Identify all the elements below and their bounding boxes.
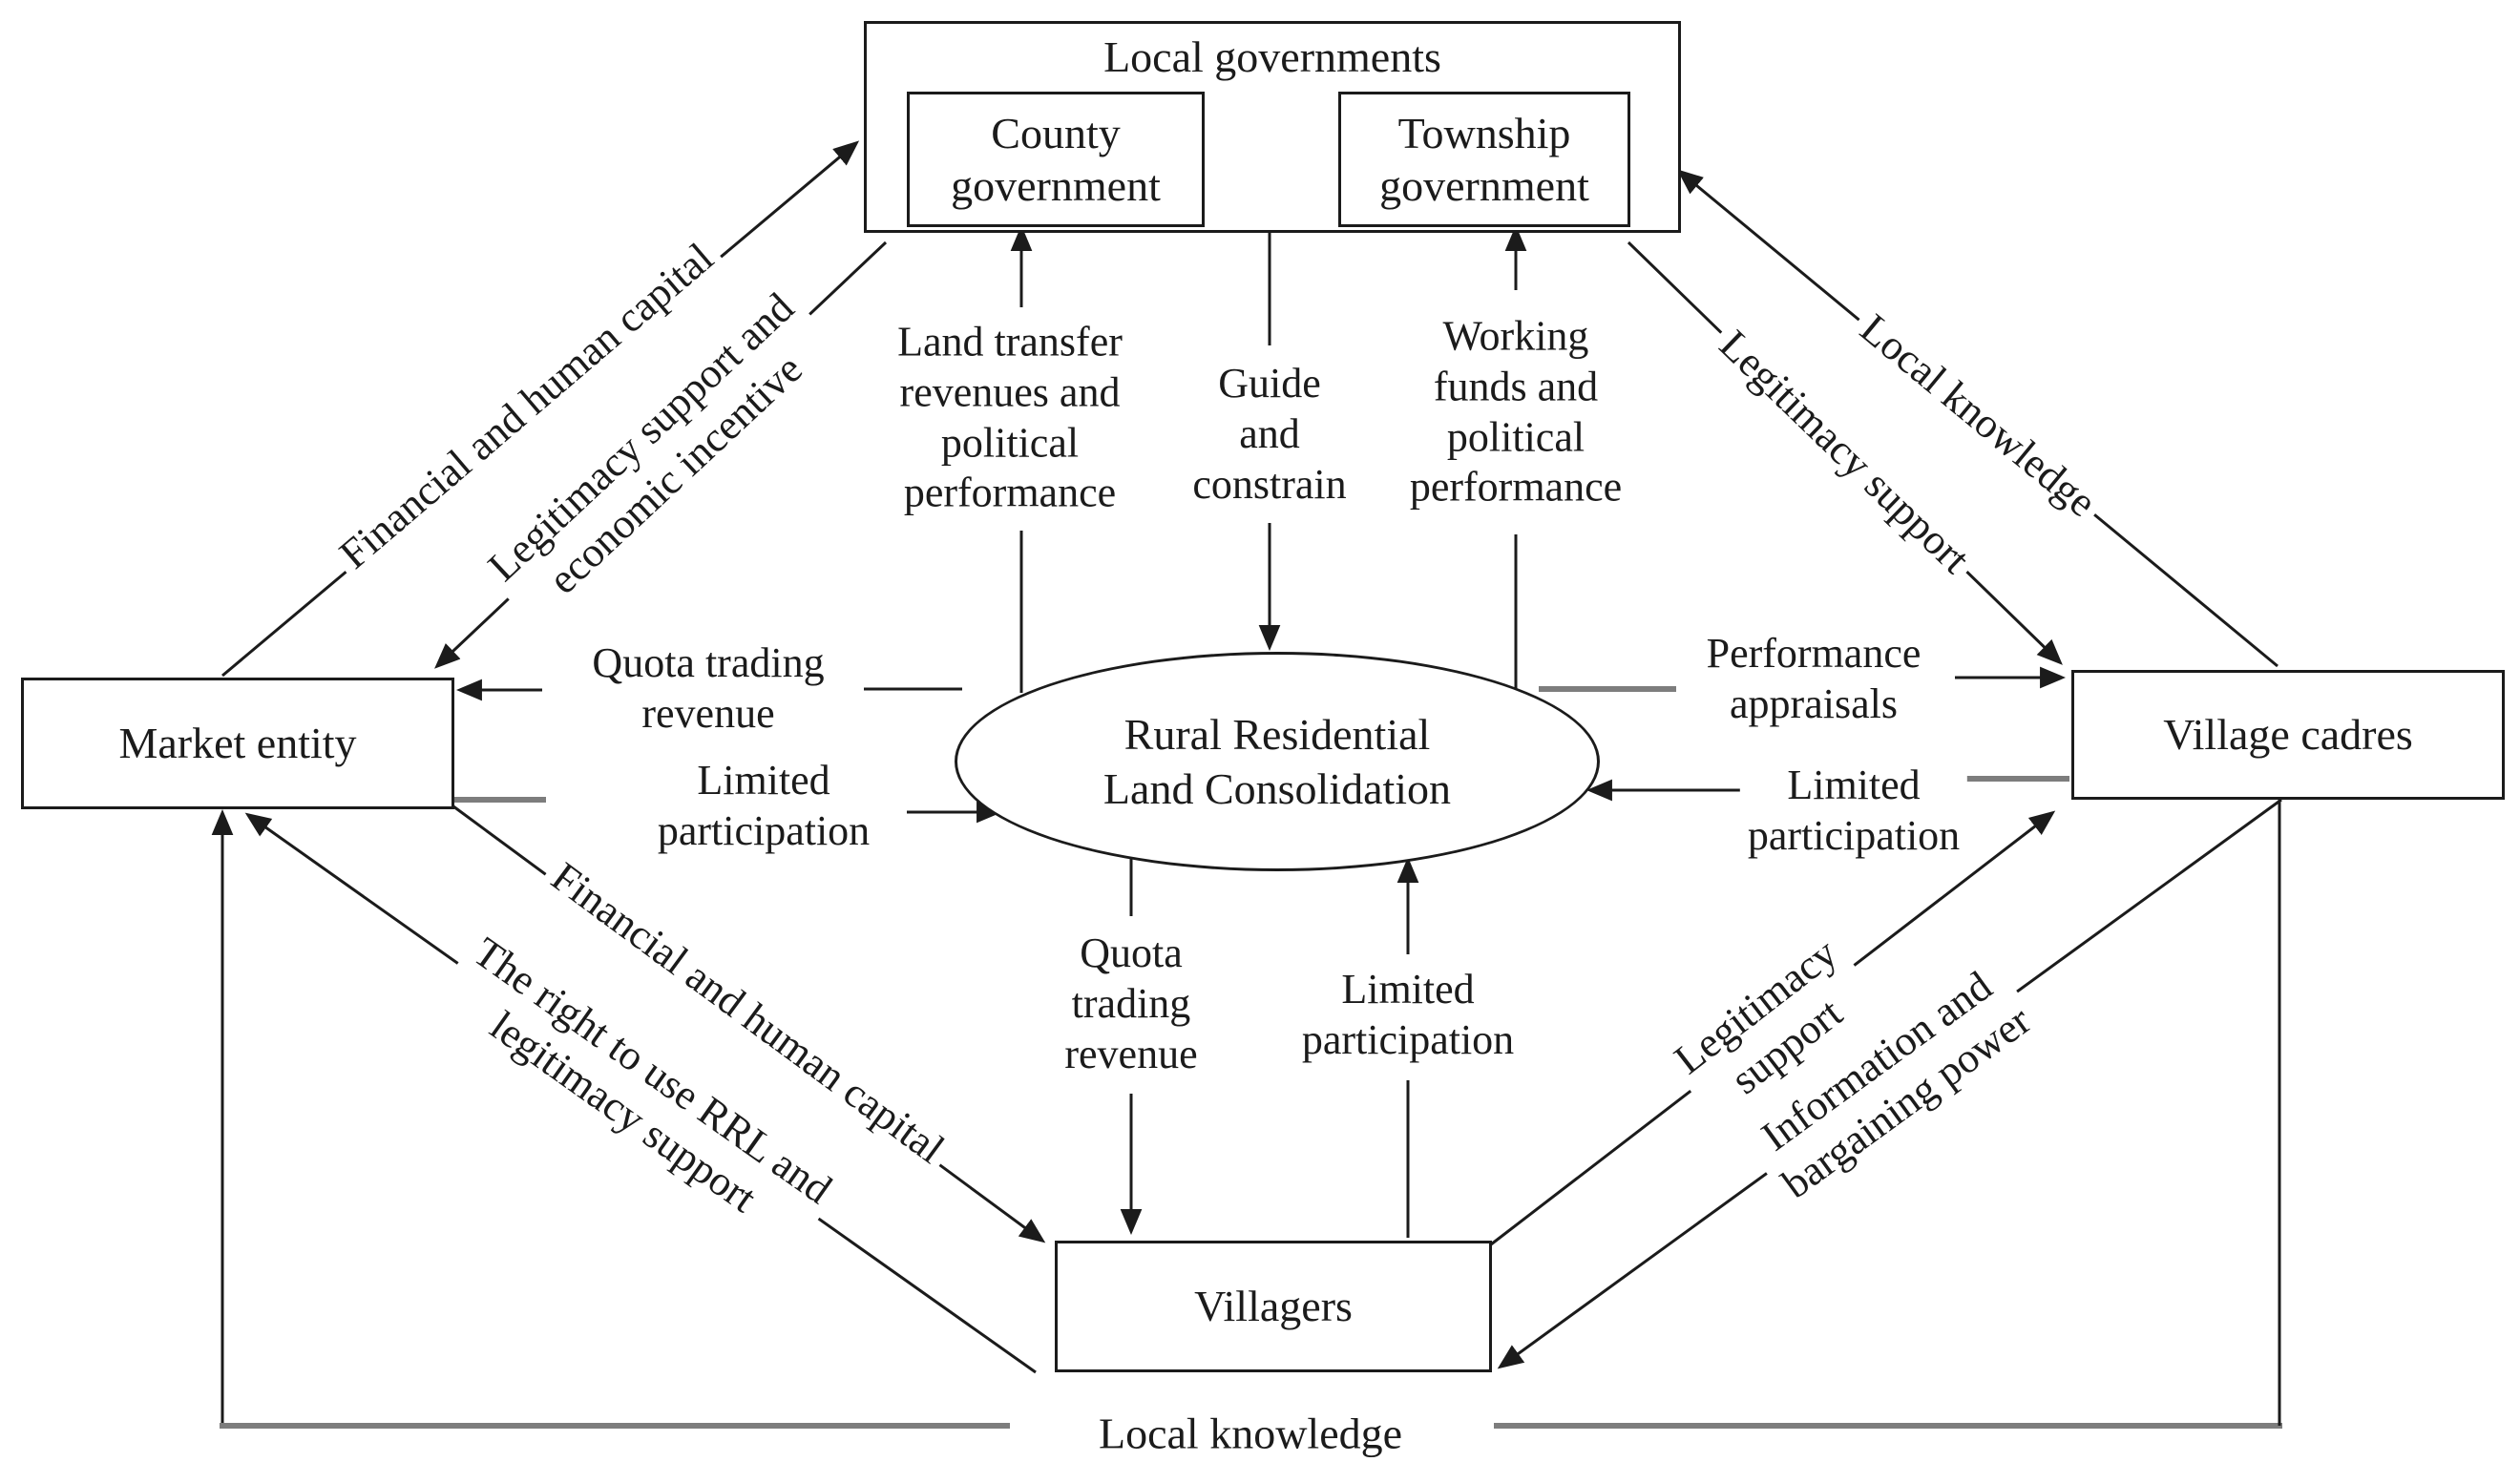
- edge-label-guide-and-constrain: Guide and constrain: [1185, 356, 1354, 512]
- node-township-government: Township government: [1338, 92, 1630, 227]
- node-villagers: Villagers: [1055, 1241, 1492, 1372]
- edge-label-limited-participation-left: Limited participation: [649, 754, 878, 859]
- node-village-cadres: Village cadres: [2071, 670, 2505, 800]
- village-cadres-label: Village cadres: [2163, 710, 2413, 760]
- edge-label-quota-trading-bottom: Quota trading revenue: [1057, 926, 1206, 1082]
- node-local-governments: Local governments County government Town…: [864, 21, 1681, 233]
- edge-label-limited-participation-right: Limited participation: [1739, 759, 1968, 864]
- county-government-label: County government: [951, 108, 1161, 210]
- rrlc-label: Rural Residential Land Consolidation: [1102, 709, 1452, 814]
- node-rural-residential-land-consolidation: Rural Residential Land Consolidation: [955, 652, 1600, 871]
- edge-label-limited-participation-bottom: Limited participation: [1293, 963, 1522, 1068]
- township-government-label: Township government: [1379, 108, 1589, 210]
- edge-label-quota-trading-left: Quota trading revenue: [584, 637, 832, 742]
- edge-label-local-knowledge-bottom: Local knowledge: [1090, 1405, 1411, 1462]
- edge-label-working-funds: Working funds and political performance: [1401, 309, 1630, 515]
- node-market-entity: Market entity: [21, 678, 454, 809]
- edge-label-land-transfer-revenues: Land transfer revenues and political per…: [890, 315, 1130, 521]
- node-county-government: County government: [907, 92, 1205, 227]
- edge-label-performance-appraisals: Performance appraisals: [1698, 627, 1929, 732]
- villagers-label: Villagers: [1194, 1282, 1353, 1331]
- local-governments-label: Local governments: [1103, 32, 1441, 81]
- market-entity-label: Market entity: [118, 719, 357, 768]
